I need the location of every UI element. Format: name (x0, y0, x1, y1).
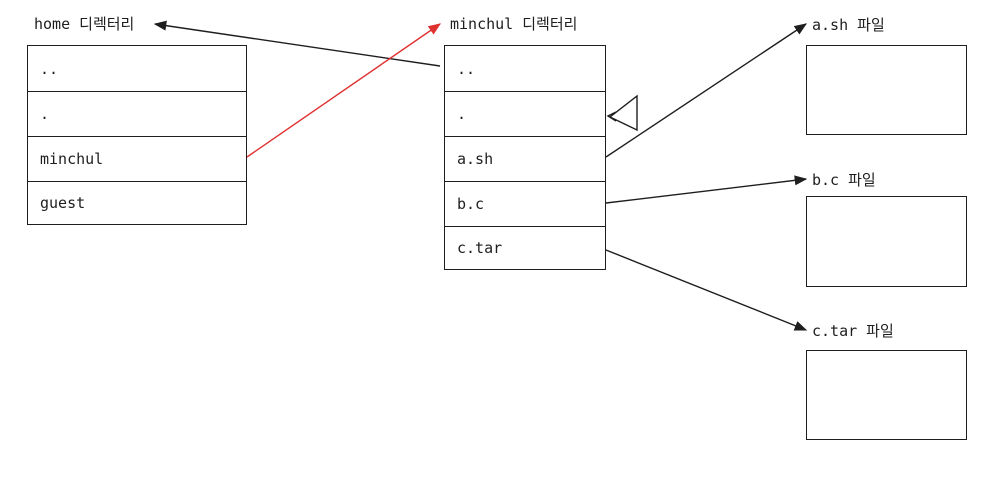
minchul-entry-self: . (445, 91, 605, 136)
home-entry-minchul: minchul (28, 136, 246, 181)
file-a-sh-box (806, 45, 967, 135)
file-b-c-label: b.c 파일 (812, 171, 876, 189)
file-c-tar-label: c.tar 파일 (812, 322, 894, 340)
arrow-c-tar (605, 249, 808, 331)
minchul-entry-parent: .. (457, 59, 476, 78)
arrow-a-sh (605, 23, 808, 158)
file-c-tar-box (806, 350, 967, 440)
minchul-dir-table: .. . a.sh b.c c.tar (444, 45, 606, 270)
arrow-minchul-to-dir (246, 23, 442, 158)
arrow-self-reference (608, 94, 638, 132)
home-entry-parent: .. (40, 59, 59, 78)
home-entry-guest: guest (28, 181, 246, 224)
home-dir-table: .. . minchul guest (27, 45, 247, 225)
home-entry-self: . (28, 91, 246, 136)
minchul-dir-title: minchul 디렉터리 (450, 15, 578, 33)
arrow-parent-to-home (153, 20, 441, 67)
minchul-entry-a-sh: a.sh (445, 136, 605, 181)
file-a-sh-label: a.sh 파일 (812, 16, 885, 34)
minchul-entry-c-tar: c.tar (445, 226, 605, 269)
minchul-entry-b-c: b.c (445, 181, 605, 226)
arrow-b-c (605, 175, 808, 204)
file-b-c-box (806, 196, 967, 287)
home-dir-title: home 디렉터리 (34, 15, 135, 33)
self-reference-arrowhead (606, 111, 617, 122)
